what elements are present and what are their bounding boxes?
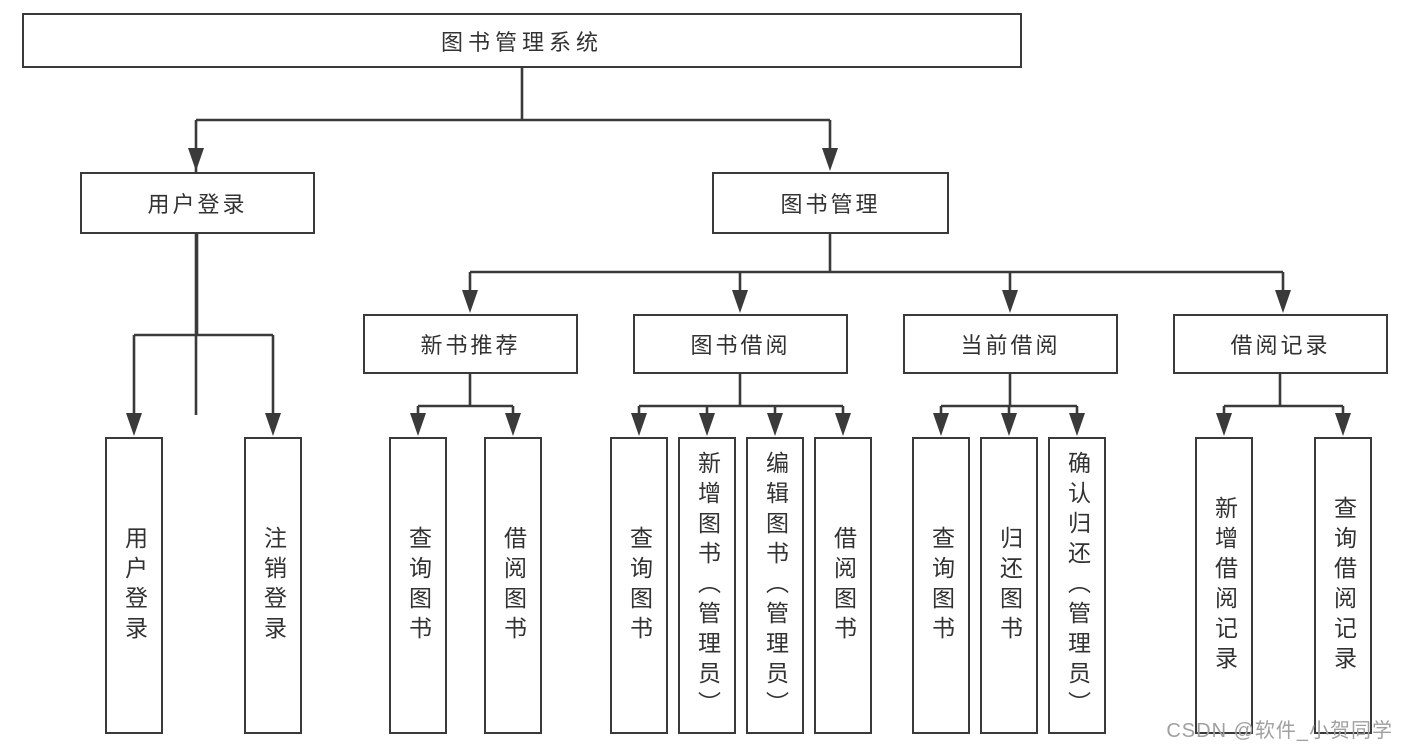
leaf-query-books-borrow: 查询图书 bbox=[610, 437, 668, 734]
leaf-return-books: 归还图书 bbox=[980, 437, 1038, 734]
leaf-borrow-books: 借阅图书 bbox=[814, 437, 872, 734]
node-user-login-branch: 用户登录 bbox=[80, 172, 315, 234]
leaf-borrow-books-recommend: 借阅图书 bbox=[484, 437, 542, 734]
node-root-system: 图书管理系统 bbox=[22, 13, 1022, 68]
leaf-user-login: 用户登录 bbox=[105, 437, 163, 734]
node-borrow-records: 借阅记录 bbox=[1173, 314, 1388, 374]
node-current-borrow: 当前借阅 bbox=[903, 314, 1118, 374]
node-new-book-recommend: 新书推荐 bbox=[363, 314, 578, 374]
leaf-edit-books-admin: 编辑图书（管理员） bbox=[746, 437, 804, 734]
leaf-add-borrow-record: 新增借阅记录 bbox=[1195, 437, 1253, 734]
connector-paths bbox=[132, 68, 1345, 417]
arrowheads bbox=[126, 148, 1351, 436]
leaf-query-books-recommend: 查询图书 bbox=[389, 437, 447, 734]
leaf-query-borrow-record: 查询借阅记录 bbox=[1314, 437, 1372, 734]
leaf-query-books-current: 查询图书 bbox=[912, 437, 970, 734]
node-book-management-branch: 图书管理 bbox=[712, 172, 949, 234]
node-book-borrow: 图书借阅 bbox=[633, 314, 848, 374]
leaf-add-books-admin: 新增图书（管理员） bbox=[678, 437, 736, 734]
leaf-confirm-return-admin: 确认归还（管理员） bbox=[1048, 437, 1106, 734]
leaf-logout: 注销登录 bbox=[244, 437, 302, 734]
